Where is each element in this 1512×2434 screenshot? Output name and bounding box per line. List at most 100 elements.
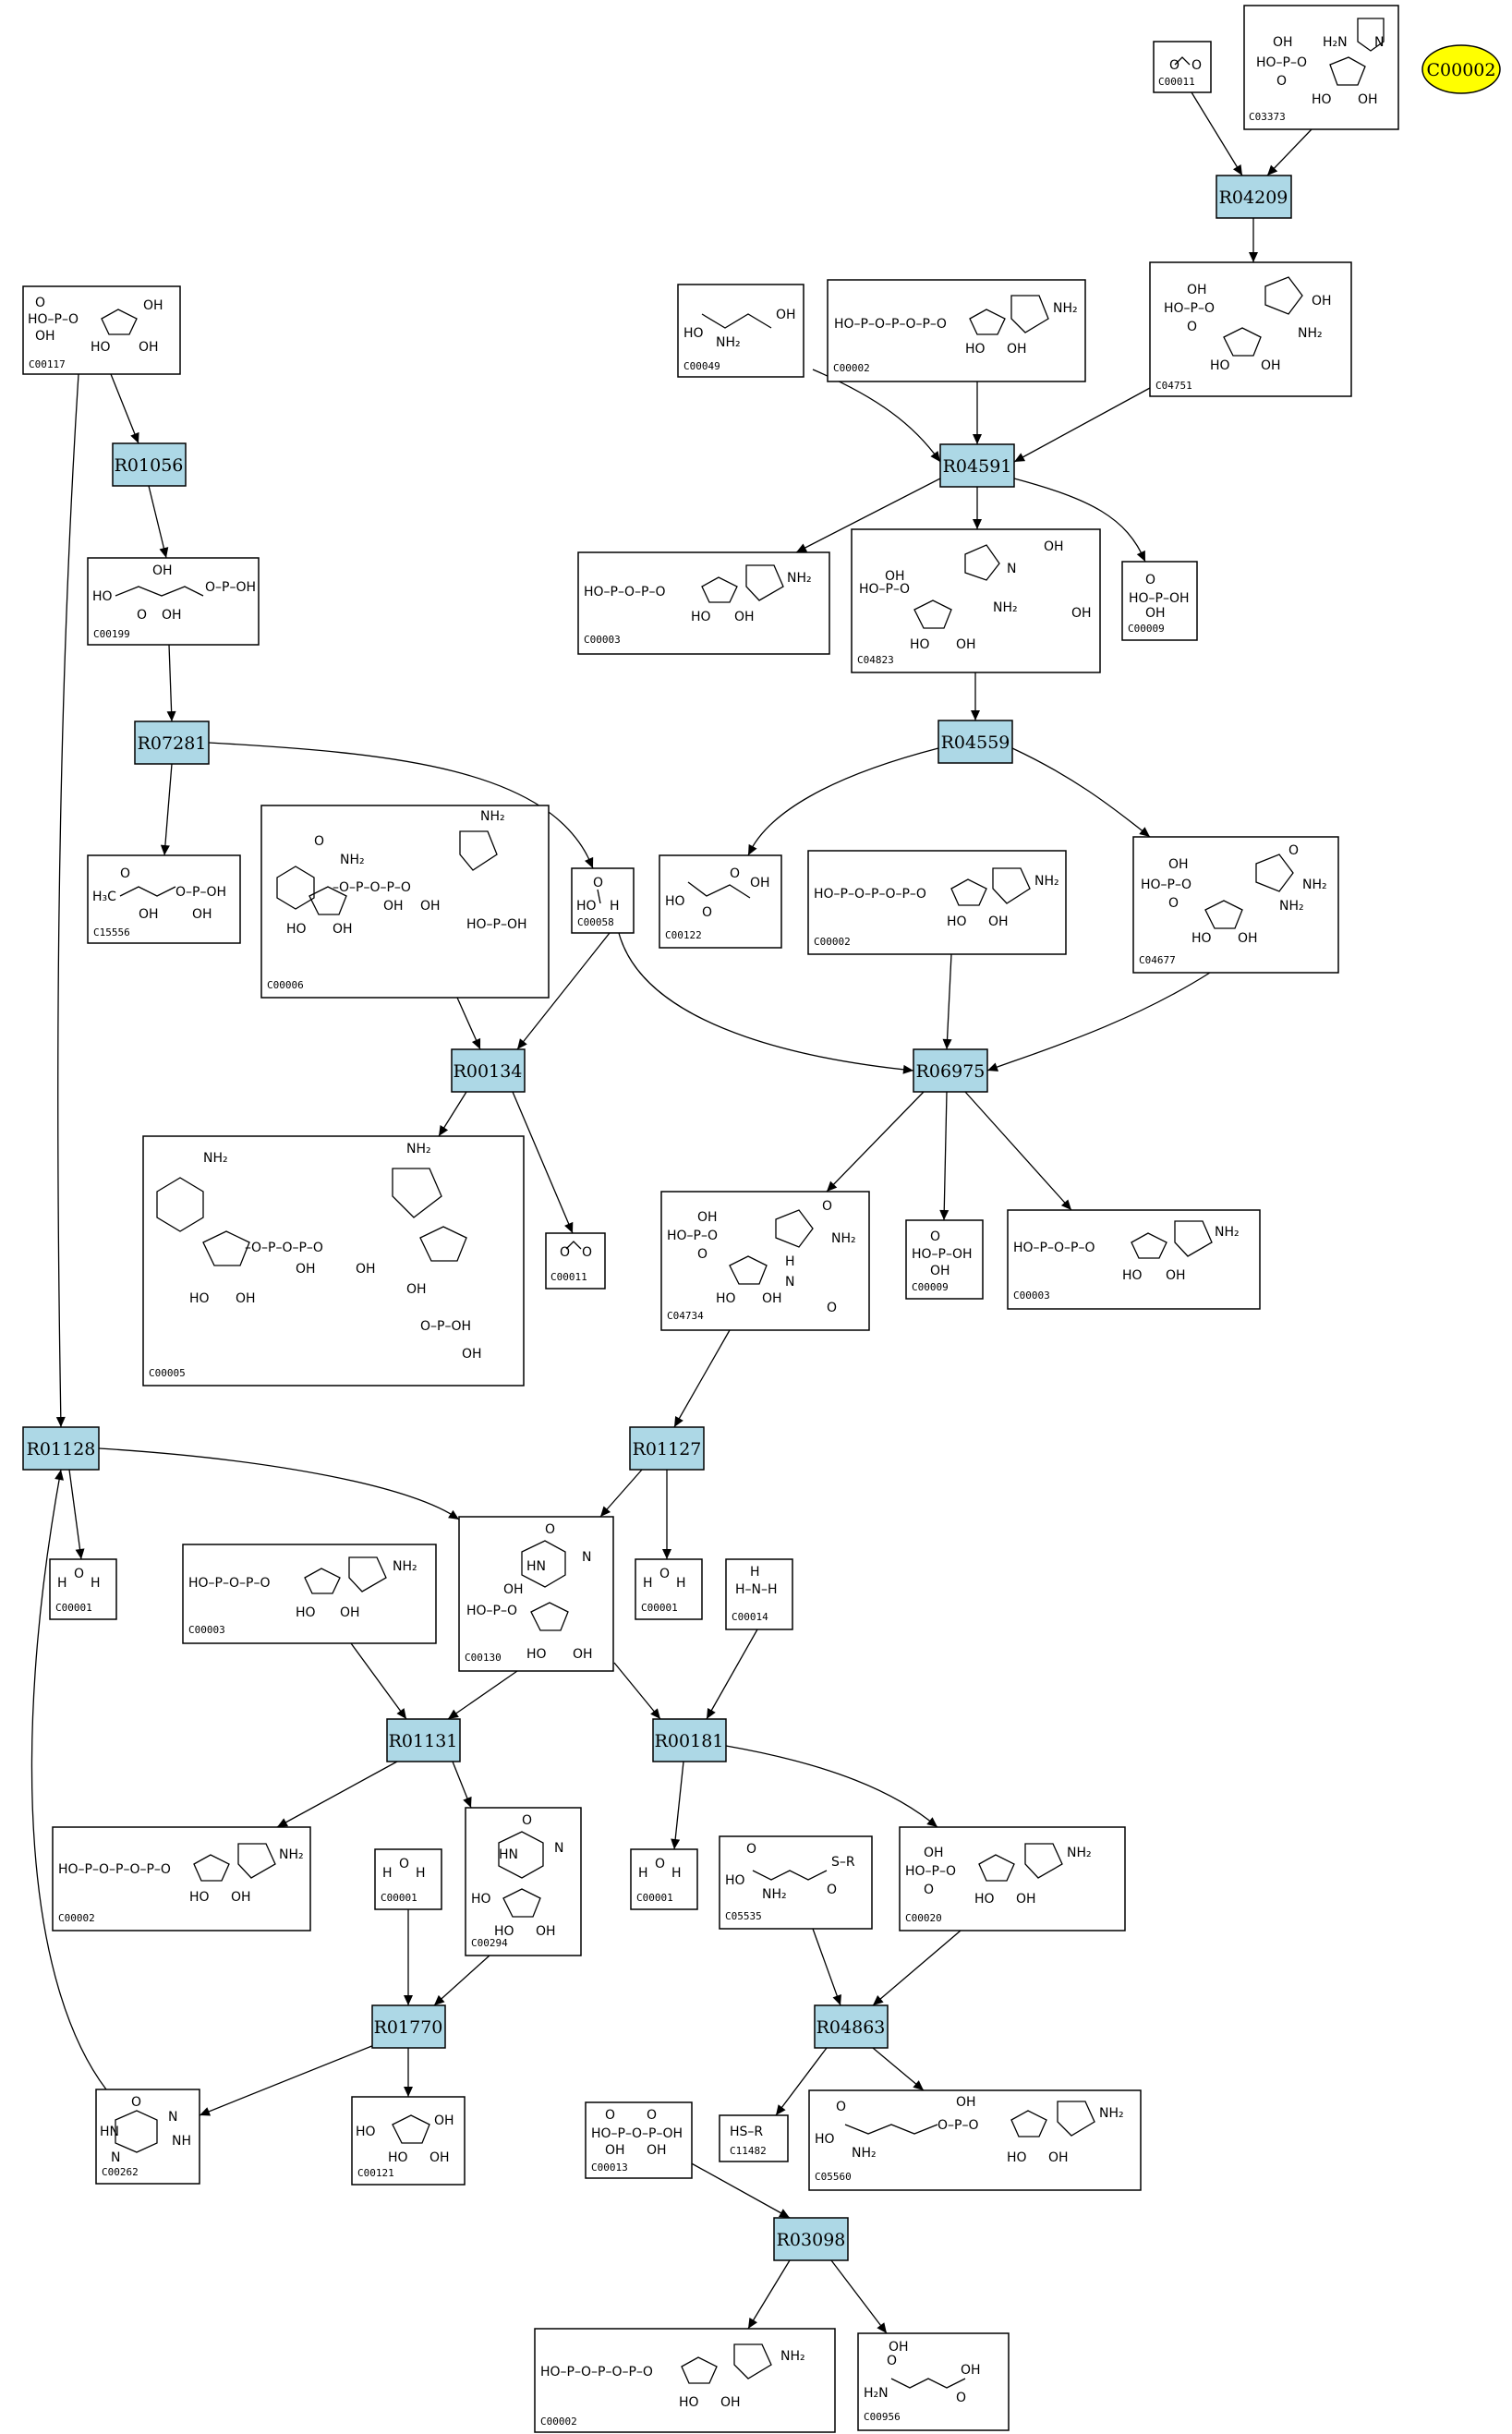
svg-text:NH₂: NH₂ [1099, 2106, 1124, 2121]
highlight-label: C00002 [1427, 60, 1496, 80]
reaction-node-r00134[interactable]: R00134 [451, 1048, 526, 1093]
reaction-node-r06975[interactable]: R06975 [913, 1048, 988, 1093]
svg-text:OH: OH [1071, 606, 1092, 621]
arrowhead [926, 1817, 937, 1827]
arrowhead [1014, 453, 1026, 462]
compound-label: C00117 [29, 358, 66, 370]
pathway-edge [812, 1928, 841, 2006]
compound-label: C00956 [864, 2411, 901, 2423]
reaction-node-r03098[interactable]: R03098 [773, 2217, 849, 2261]
svg-text:HO: HO [576, 899, 597, 914]
compound-node-c00009-top[interactable]: O HO–P–OH OH C00009 [1121, 561, 1198, 641]
arrowhead [1136, 550, 1145, 562]
reaction-node-r04863[interactable]: R04863 [814, 2004, 889, 2049]
reaction-node-r01770[interactable]: R01770 [371, 2004, 446, 2049]
reaction-node-r07281[interactable]: R07281 [134, 721, 210, 765]
svg-text:OH: OH [143, 298, 163, 313]
compound-node-c00009-mid[interactable]: O HO–P–OH OH C00009 [905, 1219, 984, 1300]
arrowhead [776, 2104, 786, 2115]
svg-text:HO–P–O: HO–P–O [1256, 55, 1307, 70]
compound-node-c00122[interactable]: OOH HOO C00122 [659, 854, 782, 949]
reaction-node-r01131[interactable]: R01131 [386, 1718, 461, 1762]
reaction-label: R04591 [943, 456, 1012, 477]
compound-node-c00001-c[interactable]: HOH C00001 [630, 1848, 698, 1910]
compound-node-c00001-mid[interactable]: HOH C00001 [635, 1558, 703, 1620]
molecule-structure: O HNN NH N [100, 2095, 191, 2165]
svg-text:NH₂: NH₂ [762, 1887, 787, 1902]
compound-node-c00014[interactable]: H H–N–H C00014 [725, 1558, 793, 1630]
svg-text:O: O [1169, 58, 1179, 73]
reaction-node-r04591[interactable]: R04591 [939, 443, 1015, 488]
reaction-label: R00134 [454, 1061, 523, 1082]
reaction-label: R04863 [816, 2017, 886, 2038]
svg-text:OH: OH [356, 1262, 376, 1277]
svg-text:O: O [659, 1567, 670, 1581]
reaction-node-r04209[interactable]: R04209 [1216, 175, 1292, 219]
svg-text:H–N–H: H–N–H [735, 1582, 778, 1597]
arrowhead [748, 843, 757, 855]
svg-text:O: O [1187, 320, 1197, 334]
svg-text:HO: HO [679, 2395, 699, 2410]
compound-label: C00001 [641, 1602, 678, 1614]
compound-node-c00001-left[interactable]: HOH C00001 [49, 1558, 117, 1620]
svg-text:OH: OH [988, 914, 1009, 929]
svg-text:HO–P–O–P–O–P–O: HO–P–O–P–O–P–O [540, 2365, 653, 2380]
svg-text:H₂N: H₂N [1323, 35, 1348, 50]
compound-node-c00001-d[interactable]: HOH C00001 [374, 1848, 442, 1910]
reaction-label: R06975 [916, 1061, 986, 1082]
compound-label: C00011 [1158, 76, 1195, 88]
svg-text:OH: OH [139, 340, 159, 355]
highlight-compound-node[interactable]: C00002 [1421, 44, 1501, 94]
reaction-node-r00181[interactable]: R00181 [652, 1718, 727, 1762]
reaction-node-r04559[interactable]: R04559 [937, 720, 1013, 764]
compound-node-c11482[interactable]: HS–R C11482 [719, 2114, 789, 2162]
compound-node-c00262[interactable]: O HNN NH N C00262 [95, 2089, 200, 2185]
arrowhead [832, 1993, 841, 2005]
reaction-node-r01127[interactable]: R01127 [629, 1426, 705, 1471]
svg-text:NH₂: NH₂ [1215, 1225, 1240, 1240]
edges-layer [30, 91, 1312, 2334]
reaction-node-r01128[interactable]: R01128 [22, 1426, 100, 1471]
svg-text:OH: OH [340, 1605, 360, 1620]
svg-text:HO–P–O: HO–P–O [1141, 878, 1191, 892]
svg-text:HO–P–O–P–O–P–O: HO–P–O–P–O–P–O [834, 317, 947, 332]
pathway-edge [208, 742, 594, 869]
reaction-node-r01056[interactable]: R01056 [112, 442, 187, 487]
compound-label: C11482 [730, 2145, 767, 2157]
svg-text:OH: OH [1145, 606, 1166, 621]
compound-node-c00956[interactable]: OH O H₂N OH O C00956 [857, 2332, 1010, 2431]
pathway-edge [613, 1662, 661, 1720]
arrowhead [973, 434, 982, 444]
svg-text:HO: HO [1312, 92, 1332, 107]
